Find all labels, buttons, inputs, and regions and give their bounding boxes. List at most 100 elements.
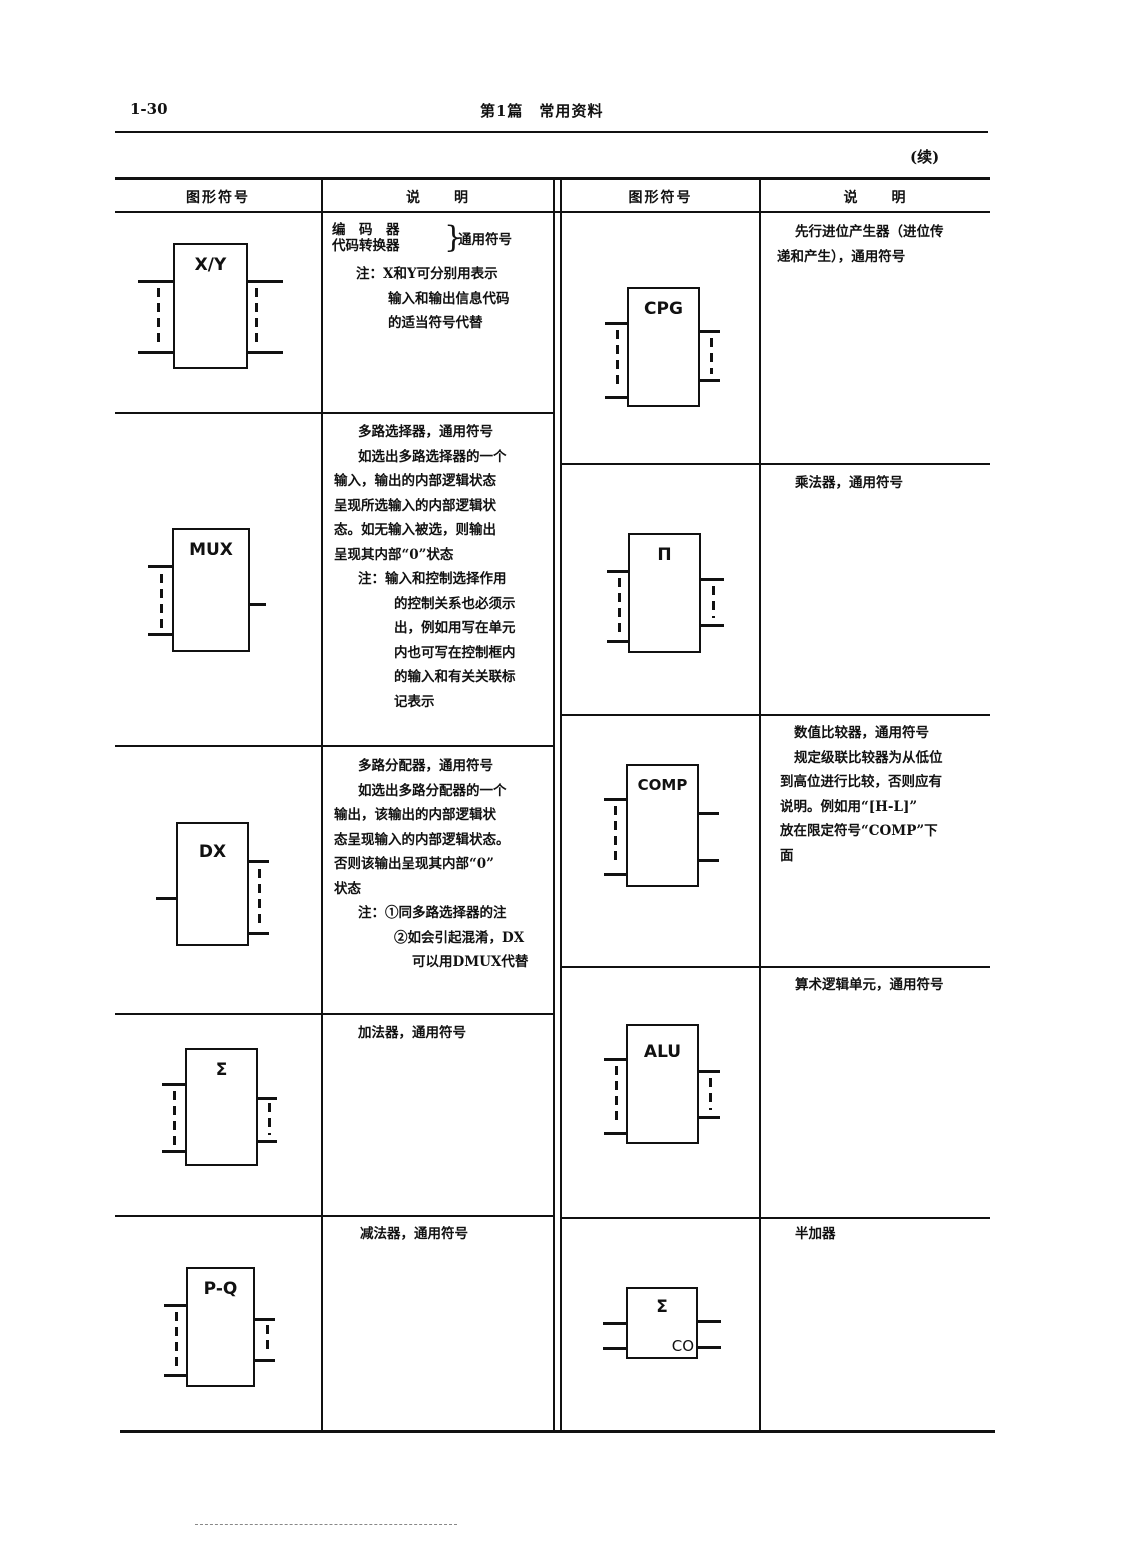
col-header-symbol-right: 图形符号 — [628, 190, 693, 206]
text-line: 放在限定符号“COMP”下 — [780, 823, 938, 839]
dx-symbol-label: DX — [198, 842, 227, 862]
ellipsis-dashes — [616, 330, 619, 390]
row-rule-right-3 — [562, 966, 990, 968]
text-line: 代码转换器 — [332, 238, 400, 254]
text-line: 呈现其内部“0”状态 — [334, 546, 454, 563]
row-rule-left-3 — [115, 1013, 553, 1015]
ellipsis-dashes — [175, 1312, 178, 1368]
text-line: 态。如无输入被选，则输出 — [334, 522, 496, 538]
ellipsis-dashes — [266, 1325, 269, 1355]
input-line — [603, 1322, 627, 1325]
text-line: 的适当符号代替 — [388, 315, 483, 331]
text-line: 半加器 — [795, 1226, 836, 1242]
output-line — [254, 1318, 275, 1321]
text-line: 数值比较器，通用符号 — [794, 725, 929, 741]
mux-description: 多路选择器，通用符号 如选出多路选择器的一个 输入，输出的内部逻辑状态 呈现所选… — [334, 420, 516, 714]
text-line: 如选出多路分配器的一个 — [358, 782, 507, 799]
text-line: 加法器，通用符号 — [358, 1025, 466, 1041]
text-line: 算术逻辑单元，通用符号 — [795, 977, 944, 993]
input-line — [607, 640, 629, 643]
row-rule-right-4 — [562, 1217, 990, 1219]
dx-symbol: DX — [176, 822, 249, 946]
coder-description: 注：X和Y可分别用表示 输入和输出信息代码 的适当符号代替 — [356, 262, 510, 336]
coder-symbol: X/Y — [173, 243, 248, 369]
input-line — [605, 396, 628, 399]
ellipsis-dashes — [712, 586, 715, 618]
header-rule — [115, 131, 988, 133]
input-line — [162, 1150, 186, 1153]
input-line — [148, 633, 173, 636]
input-line — [604, 873, 627, 876]
comp-description: 数值比较器，通用符号 规定级联比较器为从低位 到高位进行比较，否则应有 说明。例… — [780, 721, 943, 868]
text-line: 如选出多路选择器的一个 — [358, 448, 507, 465]
alu-symbol-label: ALU — [643, 1042, 682, 1062]
col-header-symbol-left: 图形符号 — [186, 190, 250, 206]
multiplier-description: 乘法器，通用符号 — [795, 471, 903, 496]
ellipsis-dashes — [268, 1103, 271, 1135]
comp-symbol: COMP — [626, 764, 699, 887]
text-line: 减法器，通用符号 — [360, 1226, 468, 1242]
output-line — [698, 1070, 720, 1073]
table-top-rule — [115, 177, 990, 180]
subtractor-symbol-label: P-Q — [203, 1279, 238, 1299]
text-line: 可以用DMUX代替 — [412, 954, 529, 970]
text-line: 输入和输出信息代码 — [388, 290, 510, 307]
input-line — [164, 1304, 187, 1307]
input-line — [162, 1083, 186, 1086]
subtractor-description: 减法器，通用符号 — [360, 1222, 468, 1247]
cpg-symbol-label: CPG — [644, 299, 683, 319]
output-line — [248, 860, 269, 863]
multiplier-symbol-label: Π — [657, 545, 672, 565]
output-line — [257, 1140, 277, 1143]
output-line — [249, 603, 266, 606]
row-rule-right-2 — [562, 714, 990, 716]
output-line — [700, 578, 724, 581]
subtractor-symbol: P-Q — [186, 1267, 255, 1387]
text-line: 注：X和Y可分别用表示 — [356, 266, 498, 282]
ellipsis-dashes — [258, 869, 261, 924]
coder-symbol-label: X/Y — [194, 255, 227, 275]
text-line: 的控制关系也必须示 — [394, 595, 516, 612]
output-line — [697, 1346, 721, 1349]
mux-symbol-label: MUX — [189, 540, 233, 560]
output-line — [699, 330, 720, 333]
text-line: 否则该输出呈现其内部“0” — [334, 856, 494, 872]
output-line — [697, 1320, 721, 1323]
text-line: 面 — [780, 847, 794, 864]
text-line: 的输入和有关关联标 — [394, 669, 516, 685]
table-bottom-rule — [120, 1430, 995, 1433]
text-line: 说明。例如用“[H-L]” — [780, 798, 918, 815]
text-line: 态呈现输入的内部逻辑状态。 — [334, 831, 510, 848]
adder-symbol-label: Σ — [215, 1060, 228, 1080]
ellipsis-dashes — [173, 1091, 176, 1145]
row-rule-left-2 — [115, 745, 553, 747]
page-number: 1-30 — [130, 100, 168, 118]
text-line: 记表示 — [394, 693, 435, 710]
output-line — [257, 1097, 277, 1100]
ellipsis-dashes — [160, 574, 163, 628]
input-line — [605, 322, 628, 325]
output-line — [247, 280, 283, 283]
text-line: 规定级联比较器为从低位 — [794, 749, 943, 766]
input-line — [164, 1374, 187, 1377]
input-line — [604, 1132, 627, 1135]
text-line: ②如会引起混淆，DX — [394, 929, 525, 946]
page-title: 第1篇 常用资料 — [480, 102, 604, 120]
col-header-desc-right: 说 明 — [843, 190, 908, 206]
half-adder-symbol-label: Σ — [656, 1297, 668, 1317]
input-line — [156, 897, 177, 900]
brace-text: 通用符号 — [458, 232, 512, 248]
alu-description: 算术逻辑单元，通用符号 — [795, 973, 944, 998]
half-adder-symbol: Σ CO — [626, 1287, 698, 1359]
output-line — [247, 351, 283, 354]
adder-symbol: Σ — [185, 1048, 258, 1166]
input-line — [148, 565, 173, 568]
text-line: 递和产生），通用符号 — [777, 248, 906, 265]
col-header-desc-left: 说 明 — [406, 190, 470, 206]
comp-symbol-label: COMP — [637, 776, 688, 794]
text-line: 呈现所选输入的内部逻辑状 — [334, 497, 496, 514]
cpg-description: 先行进位产生器（进位传 递和产生），通用符号 — [777, 220, 944, 269]
ellipsis-dashes — [615, 1066, 618, 1126]
output-line — [248, 932, 269, 935]
ellipsis-dashes — [618, 578, 621, 634]
